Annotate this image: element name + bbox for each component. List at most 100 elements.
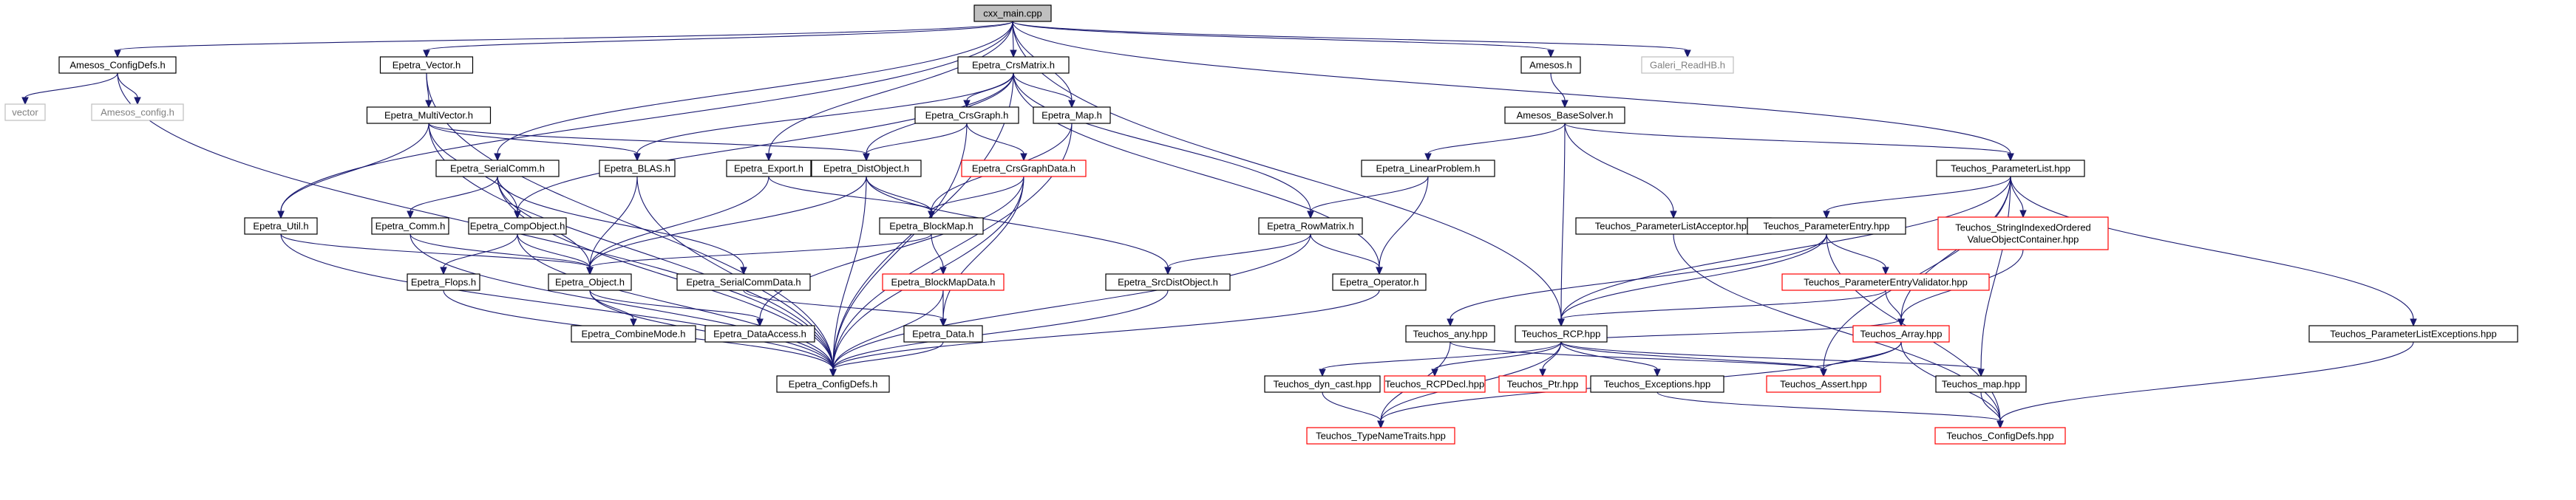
node-label: Epetra_Comm.h [375, 221, 446, 232]
node-epetra-flops-h[interactable]: Epetra_Flops.h [407, 273, 480, 291]
node-teuchos-parameterlist-hpp[interactable]: Teuchos_ParameterList.hpp [1936, 160, 2085, 177]
node-box [973, 4, 1052, 22]
node-amesos-h[interactable]: Amesos.h [1520, 56, 1581, 74]
node-box [2308, 325, 2518, 343]
edge-epetra-crsmatrix-h-to-epetra-blas-h [633, 72, 1014, 162]
edge-teuchos-parameterentry-hpp-to-teuchos-parameterentryvalidator-hpp [1826, 233, 1889, 275]
node-epetra-combinemode-h[interactable]: Epetra_CombineMode.h [571, 325, 696, 343]
node-epetra-blas-h[interactable]: Epetra_BLAS.h [599, 160, 676, 177]
edge-epetra-linearproblem-h-to-epetra-operator-h [1376, 176, 1429, 275]
node-epetra-object-h[interactable]: Epetra_Object.h [548, 273, 632, 291]
edge-epetra-serialcomm-h-to-epetra-serialcommdata-h [497, 176, 747, 275]
node-label: Epetra_LinearProblem.h [1376, 163, 1481, 174]
node-label: Teuchos_Array.hpp [1860, 329, 1942, 340]
node-teuchos-array-hpp[interactable]: Teuchos_Array.hpp [1852, 325, 1950, 343]
node-box [914, 106, 1019, 124]
node-box [91, 103, 184, 121]
node-label: Epetra_SerialCommData.h [686, 277, 801, 288]
node-label: Epetra_ConfigDefs.h [789, 379, 878, 390]
edge-epetra-distobject-h-to-epetra-blockmap-h [866, 176, 935, 219]
node-epetra-linearproblem-h[interactable]: Epetra_LinearProblem.h [1361, 160, 1495, 177]
node-box [58, 56, 177, 74]
node-label: Teuchos_Assert.hpp [1780, 379, 1867, 390]
node-box [1934, 427, 2066, 445]
node-teuchos-parameterentryvalidator-hpp[interactable]: Teuchos_ParameterEntryValidator.hpp [1781, 273, 1990, 291]
node-label: Epetra_Util.h [253, 221, 308, 232]
edge-epetra-crsgraph-h-to-epetra-crsgraphdata-h [966, 123, 1027, 162]
node-epetra-distobject-h[interactable]: Epetra_DistObject.h [811, 160, 922, 177]
node-teuchos-rcp-hpp[interactable]: Teuchos_RCP.hpp [1515, 325, 1608, 343]
node-label: Teuchos_StringIndexedOrdered [1955, 222, 2091, 233]
edge-teuchos-parameterlist-hpp-to-teuchos-parameterentry-hpp [1823, 176, 2011, 219]
edge-teuchos-rcp-hpp-to-teuchos-dyn-cast-hpp [1319, 341, 1562, 377]
node-label: Epetra_DistObject.h [823, 163, 909, 174]
node-label: Amesos_BaseSolver.h [1517, 110, 1614, 121]
node-label: Epetra_Data.h [912, 329, 974, 340]
node-amesos-configdefs-h[interactable]: Amesos_ConfigDefs.h [58, 56, 177, 74]
node-epetra-operator-h[interactable]: Epetra_Operator.h [1332, 273, 1427, 291]
node-epetra-comm-h[interactable]: Epetra_Comm.h [371, 217, 449, 235]
node-box [1405, 325, 1495, 343]
node-teuchos-map-hpp[interactable]: Teuchos_map.hpp [1935, 375, 2027, 393]
node-teuchos-assert-hpp[interactable]: Teuchos_Assert.hpp [1766, 375, 1881, 393]
node-epetra-map-h[interactable]: Epetra_Map.h [1033, 106, 1111, 124]
node-label: Teuchos_ParameterList.hpp [1951, 163, 2070, 174]
node-label: Epetra_Map.h [1041, 110, 1102, 121]
edge-epetra-serialcomm-h-to-epetra-comm-h [407, 176, 498, 219]
node-vector: vector [4, 103, 46, 121]
node-teuchos-stringindexedorderedvalueobjectcontainer-hpp[interactable]: Teuchos_StringIndexedOrderedValueObjectC… [1937, 216, 2109, 250]
node-teuchos-parameterlistacceptor-hpp[interactable]: Teuchos_ParameterListAcceptor.hpp [1575, 217, 1772, 235]
edge-teuchos-parameterlist-hpp-to-teuchos-parameterlistexceptions-hpp [2010, 176, 2417, 327]
node-label: Epetra_SerialComm.h [450, 163, 545, 174]
node-epetra-multivector-h[interactable]: Epetra_MultiVector.h [366, 106, 492, 124]
node-epetra-util-h[interactable]: Epetra_Util.h [244, 217, 318, 235]
edge-teuchos-any-hpp-to-teuchos-assert-hpp [1450, 341, 1827, 377]
edge-teuchos-parameterentry-hpp-to-teuchos-any-hpp [1447, 233, 1827, 327]
node-amesos-basesolver-h[interactable]: Amesos_BaseSolver.h [1504, 106, 1625, 124]
node-label: Epetra_DataAccess.h [713, 329, 806, 340]
node-label: Teuchos_Ptr.hpp [1507, 379, 1579, 390]
node-box [1306, 427, 1455, 445]
node-teuchos-rcpdecl-hpp[interactable]: Teuchos_RCPDecl.hpp [1384, 375, 1486, 393]
node-teuchos-exceptions-hpp[interactable]: Teuchos_Exceptions.hpp [1590, 375, 1724, 393]
edge-teuchos-exceptions-hpp-to-teuchos-configdefs-hpp [1656, 391, 2004, 429]
node-box [776, 375, 890, 393]
edge-teuchos-rcp-hpp-to-teuchos-rcpdecl-hpp [1431, 341, 1562, 377]
node-box [1332, 273, 1427, 291]
node-label: Epetra_SrcDistObject.h [1118, 277, 1218, 288]
node-teuchos-parameterentry-hpp[interactable]: Teuchos_ParameterEntry.hpp [1747, 217, 1906, 235]
node-box [571, 325, 696, 343]
edge-amesos-configdefs-h-to-vector [21, 72, 118, 106]
node-label: Epetra_MultiVector.h [384, 110, 473, 121]
node-epetra-crsmatrix-h[interactable]: Epetra_CrsMatrix.h [957, 56, 1070, 74]
node-epetra-crsgraphdata-h[interactable]: Epetra_CrsGraphData.h [961, 160, 1087, 177]
node-epetra-serialcommdata-h[interactable]: Epetra_SerialCommData.h [676, 273, 811, 291]
node-box [1033, 106, 1111, 124]
node-teuchos-any-hpp[interactable]: Teuchos_any.hpp [1405, 325, 1495, 343]
node-epetra-srcdistobject-h[interactable]: Epetra_SrcDistObject.h [1105, 273, 1231, 291]
node-epetra-vector-h[interactable]: Epetra_Vector.h [379, 56, 474, 74]
node-epetra-data-h[interactable]: Epetra_Data.h [903, 325, 983, 343]
edge-cxx-main-cpp-to-amesos-h [1012, 21, 1554, 58]
node-box [1766, 375, 1881, 393]
node-epetra-compobject-h[interactable]: Epetra_CompObject.h [468, 217, 567, 235]
node-label: ValueObjectContainer.hpp [1968, 234, 2079, 245]
node-epetra-export-h[interactable]: Epetra_Export.h [726, 160, 812, 177]
node-box [244, 217, 318, 235]
node-epetra-crsgraph-h[interactable]: Epetra_CrsGraph.h [914, 106, 1019, 124]
edge-epetra-serialcommdata-h-to-epetra-data-h [743, 290, 947, 327]
node-box [1935, 375, 2027, 393]
node-epetra-blockmapdata-h[interactable]: Epetra_BlockMapData.h [882, 273, 1005, 291]
node-epetra-rowmatrix-h[interactable]: Epetra_RowMatrix.h [1258, 217, 1363, 235]
node-teuchos-typenametraits-hpp[interactable]: Teuchos_TypeNameTraits.hpp [1306, 427, 1455, 445]
edge-teuchos-rcp-hpp-to-teuchos-exceptions-hpp [1560, 341, 1661, 377]
node-epetra-configdefs-h[interactable]: Epetra_ConfigDefs.h [776, 375, 890, 393]
node-teuchos-configdefs-hpp[interactable]: Teuchos_ConfigDefs.hpp [1934, 427, 2066, 445]
node-label: Teuchos_ConfigDefs.hpp [1946, 431, 2053, 442]
node-teuchos-dyn-cast-hpp[interactable]: Teuchos_dyn_cast.hpp [1264, 375, 1381, 393]
node-epetra-blockmap-h[interactable]: Epetra_BlockMap.h [879, 217, 984, 235]
node-teuchos-parameterlistexceptions-hpp[interactable]: Teuchos_ParameterListExceptions.hpp [2308, 325, 2518, 343]
node-teuchos-ptr-hpp[interactable]: Teuchos_Ptr.hpp [1498, 375, 1587, 393]
node-epetra-dataaccess-h[interactable]: Epetra_DataAccess.h [704, 325, 815, 343]
node-epetra-serialcomm-h[interactable]: Epetra_SerialComm.h [435, 160, 560, 177]
